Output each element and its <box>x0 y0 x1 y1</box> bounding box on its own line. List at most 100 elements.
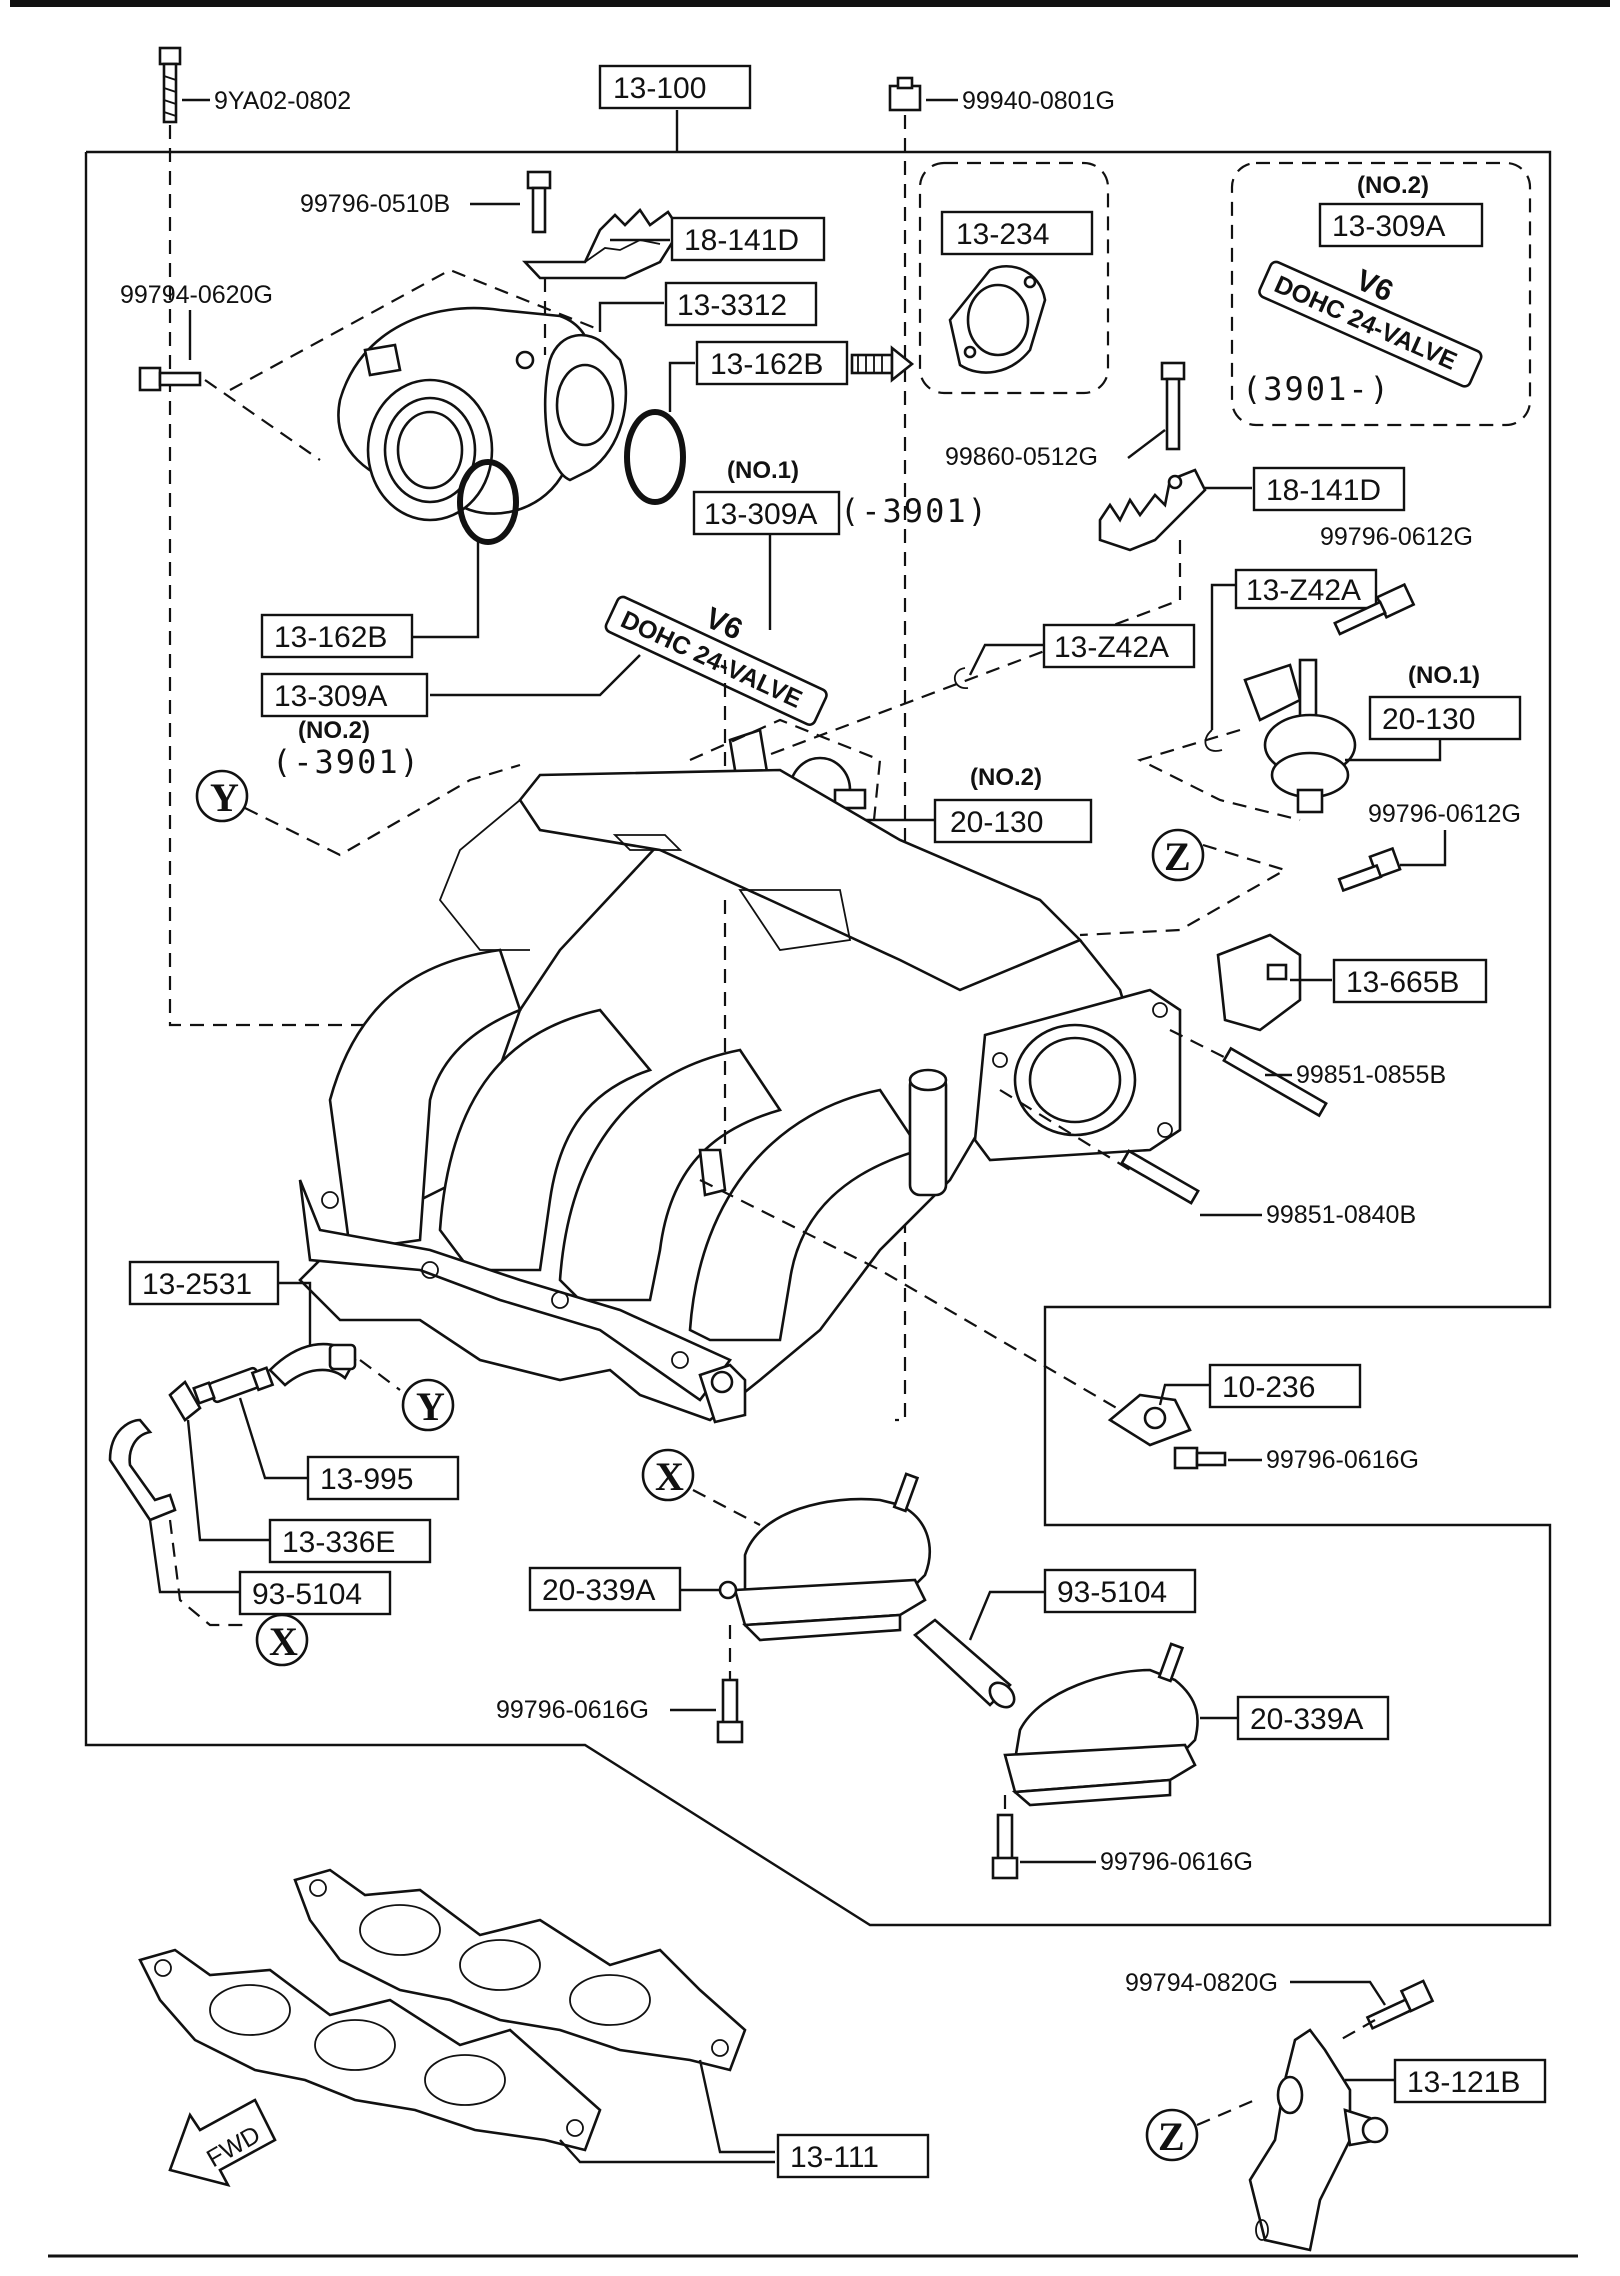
fastener-99851-0840B: 99851-0840B <box>1266 1201 1416 1229</box>
callout-x-top-label: X <box>655 1454 684 1499</box>
part-18-141D-right: 18-141D <box>1266 474 1381 507</box>
fastener-99796-0612G-bracket: 99796-0612G <box>1368 800 1521 828</box>
bolt-clip <box>1333 582 1416 636</box>
fastener-99796-0616G-clip: 99796-0616G <box>1266 1446 1419 1474</box>
fastener-99860-0512G: 99860-0512G <box>945 443 1098 471</box>
callout-z-right <box>1151 828 1205 882</box>
part-13-121B: 13-121B <box>1407 2066 1520 2099</box>
bolt-bracket-top <box>526 170 552 234</box>
manifold-gasket-upper <box>293 1868 747 2072</box>
range-3901-no1: (-3901) <box>840 492 989 530</box>
bracket-18-141D-top <box>521 207 682 280</box>
callout-y-bottom-label: Y <box>416 1384 445 1429</box>
bolt-left <box>138 366 202 392</box>
note-no2-actuator: (NO.2) <box>970 764 1042 791</box>
emblem-v6-top: DOHC 24-VALVE V6 <box>1258 260 1483 388</box>
gasket-13-234-frame <box>918 161 1110 395</box>
solenoid-20-339A-left <box>718 1472 931 1642</box>
fastener-99794-0620G: 99794-0620G <box>120 281 273 309</box>
nut-top-center <box>888 76 922 112</box>
fastener-99796-0510B: 99796-0510B <box>300 190 450 218</box>
bolt-solenoid-right <box>991 1813 1019 1880</box>
fastener-99796-0616G-sol-left: 99796-0616G <box>496 1696 649 1724</box>
intake-manifold <box>298 768 1182 1424</box>
emblem-no2-frame <box>1230 161 1532 427</box>
bolt-solenoid-left <box>716 1678 744 1744</box>
ring-gasket-right <box>624 409 686 505</box>
part-93-5104-right: 93-5104 <box>1057 1576 1167 1609</box>
part-13-309A-no2-top: 13-309A <box>1332 210 1445 243</box>
callout-y-bottom <box>401 1378 455 1432</box>
part-13-665B: 13-665B <box>1346 966 1459 999</box>
part-13-162B-left: 13-162B <box>274 621 387 654</box>
part-13-995: 13-995 <box>320 1463 413 1496</box>
bolt-121 <box>1365 1979 1435 2031</box>
fwd-arrow-icon: FWD <box>168 2098 277 2187</box>
fastener-99796-0612G-clip: 99796-0612G <box>1320 523 1473 551</box>
bolt-right-bracket <box>1160 361 1186 451</box>
fastener-9YA02-0802: 9YA02-0802 <box>214 87 351 115</box>
elbow-13-3312 <box>337 306 628 522</box>
throttle-body-gasket <box>948 265 1047 374</box>
callout-y-top <box>195 769 249 823</box>
direction-arrow-icon <box>850 345 915 383</box>
part-13-309A-left: 13-309A <box>274 680 387 713</box>
fastener-99940-0801G: 99940-0801G <box>962 87 1115 115</box>
range-3901-top: (3901-) <box>1242 370 1391 408</box>
fastener-99851-0855B: 99851-0855B <box>1296 1061 1446 1089</box>
callout-z-bottom-label: Z <box>1158 2114 1185 2159</box>
bracket-18-141D-right <box>1098 468 1207 552</box>
bolt-clip-236 <box>1173 1446 1227 1470</box>
callout-z-bottom <box>1145 2108 1199 2162</box>
part-13-Z42A-center: 13-Z42A <box>1054 631 1169 664</box>
callout-y-top-label: Y <box>210 775 239 820</box>
part-20-130-no2: 20-130 <box>950 806 1043 839</box>
ring-gasket-left <box>457 459 519 545</box>
clip-10-236 <box>1107 1393 1192 1447</box>
emblem-v6-center: DOHC 24-VALVE V6 <box>604 595 828 726</box>
hose-13-2531 <box>268 1342 357 1387</box>
part-10-236: 10-236 <box>1222 1371 1315 1404</box>
part-20-130-no1: 20-130 <box>1382 703 1475 736</box>
note-no2-emblem-top: (NO.2) <box>1357 172 1429 199</box>
bracket-13-336E <box>168 1379 202 1422</box>
bracket-13-665B <box>1216 933 1302 1032</box>
tube-93-5104-right <box>912 1618 1016 1709</box>
actuator-20-130-no1 <box>1243 658 1357 814</box>
bracket-13-121B <box>1248 2028 1389 2252</box>
note-no1-emblem: (NO.1) <box>727 457 799 484</box>
part-13-2531: 13-2531 <box>142 1268 252 1301</box>
part-20-339A-left: 20-339A <box>542 1574 655 1607</box>
fastener-99796-0616G-sol-right: 99796-0616G <box>1100 1848 1253 1876</box>
part-13-100: 13-100 <box>613 72 706 105</box>
tube-93-5104-left <box>108 1418 177 1522</box>
part-93-5104-left: 93-5104 <box>252 1578 362 1611</box>
solenoid-20-339A-right <box>1003 1642 1199 1807</box>
stud-lower <box>1120 1149 1200 1205</box>
callout-x-top <box>641 1448 695 1502</box>
part-13-309A-no1: 13-309A <box>704 498 817 531</box>
callout-x-left-label: X <box>269 1619 298 1664</box>
box-13-100 <box>598 64 752 110</box>
valve-13-995 <box>192 1366 275 1405</box>
part-13-Z42A-right: 13-Z42A <box>1246 574 1361 607</box>
callout-z-right-label: Z <box>1164 834 1191 879</box>
part-20-339A-right: 20-339A <box>1250 1703 1363 1736</box>
part-13-111: 13-111 <box>790 2141 879 2174</box>
part-18-141D-top: 18-141D <box>684 224 799 257</box>
manifold-gasket-lower <box>138 1948 602 2152</box>
note-no1-actuator: (NO.1) <box>1408 662 1480 689</box>
range-3901-left: (-3901) <box>272 743 421 781</box>
part-13-162B-right: 13-162B <box>710 348 823 381</box>
assembly-outline <box>84 150 1552 1927</box>
top-rule <box>10 0 1610 7</box>
bolt-bracket-665 <box>1337 846 1402 893</box>
callout-x-left <box>255 1613 309 1667</box>
note-no2-emblem-left: (NO.2) <box>298 717 370 744</box>
bolt-top-left <box>158 46 182 124</box>
part-13-336E: 13-336E <box>282 1526 395 1559</box>
part-13-234: 13-234 <box>956 218 1049 251</box>
part-13-3312: 13-3312 <box>677 289 787 322</box>
fastener-99794-0820G: 99794-0820G <box>1125 1969 1278 1997</box>
